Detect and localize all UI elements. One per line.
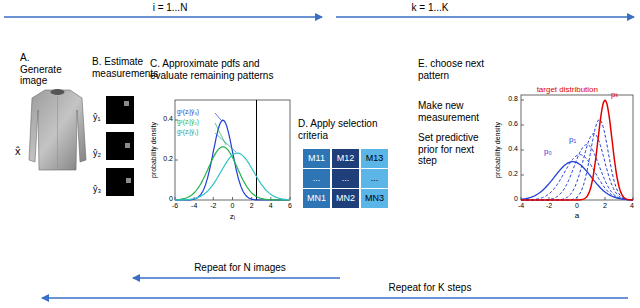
cell-text: MN1 [307,194,326,203]
step-text: Make new measurement [418,100,490,123]
matrix-cell: M12 [332,149,359,168]
curve-label: pₖ [611,90,619,99]
matrix-cell: ... [303,169,330,188]
tick-label: 0.8 [508,95,518,103]
leader-line [215,133,236,152]
loop-label: k = 1...K [412,2,449,14]
matrix-cell: M13 [361,149,388,168]
measurement-patch [125,143,130,148]
curve-label: p₁ [569,135,576,144]
measurement-image [106,132,134,160]
matrix-cell: ... [332,169,359,188]
cell-text: M12 [337,154,355,163]
measurement-image [106,96,134,124]
image-frame [27,86,89,174]
target-curve [521,100,633,200]
step-title: D. Apply selection criteria [298,118,390,141]
curve-label: g¹(zᵢ|ŷ₁) [177,128,199,135]
repeat-arrow [133,277,340,279]
axis-label: a [575,211,579,220]
tick-label: -2 [210,202,216,210]
prior-curve [521,134,633,201]
tick-label: 6 [288,202,292,210]
pdf-curve [175,147,290,200]
tick-label: -4 [191,202,197,210]
matrix-cell: MN2 [332,189,359,208]
matrix-cell: MN3 [361,189,388,208]
tick-label: -4 [518,202,524,210]
tick-label: 0 [514,195,518,203]
measurement-patch [126,178,131,183]
variable-label: ŷ₃ [93,184,101,194]
pdf-curve [175,120,290,200]
matrix-cell: MN1 [303,189,330,208]
tick-marks [521,100,633,200]
tick-label: 2 [250,202,254,210]
sweater-image [29,90,86,170]
tick-label: 0.2 [508,170,518,178]
cell-text: M13 [366,154,384,163]
tick-label: -2 [546,202,552,210]
cell-text: ... [342,174,350,183]
step-text: Set predictive prior for next step [418,132,490,167]
loop-arrow [4,16,322,18]
sweater-seam [57,96,58,168]
tick-label: 0 [169,195,173,203]
tick-label: -6 [172,202,178,210]
matrix-cell: ... [361,169,388,188]
plot-frame [521,95,633,200]
curve-label: target distribution [537,85,598,94]
tick-label: 4 [269,202,273,210]
tick-label: 0 [231,202,235,210]
step-title: A. Generate image [20,52,70,87]
curve-label: p₀ [544,147,552,156]
variable-label: x̂ [15,145,21,158]
cell-text: M11 [308,154,325,163]
cell-text: MN2 [336,194,355,203]
axis-label: zᵢ [230,212,235,221]
cell-text: ... [313,174,321,183]
tick-marks [175,120,290,200]
plot-frame [175,100,290,200]
variable-label: ŷ₁ [93,112,101,122]
tick-label: 0.4 [163,115,173,123]
tick-label: 0 [575,202,579,210]
loop-arrow [336,16,634,18]
cell-text: ... [371,174,379,183]
measurement-image [106,168,134,196]
leader-line [215,113,221,120]
pdf-curve [175,153,290,200]
step-title: C. Approximate pdfs and evaluate remaini… [150,58,295,81]
loop-label: i = 1...N [153,2,188,14]
tick-label: 4 [630,202,634,210]
step-title: E. choose next pattern [418,58,490,81]
variable-label: ŷ₂ [93,148,101,158]
repeat-arrow [42,297,628,299]
repeat-label: Repeat for K steps [389,282,472,294]
axis-label: probability density [494,122,502,178]
tick-label: 0.6 [508,120,518,128]
axis-label: probability density [150,122,158,178]
repeat-label: Repeat for N images [194,262,286,274]
tick-label: 0.4 [508,145,518,153]
measurement-patch [124,101,129,106]
tick-label: 0.2 [163,155,173,163]
curve-label: g³(zᵢ|ŷ₃) [177,108,199,115]
tick-label: 2 [603,202,607,210]
cell-text: MN3 [365,194,384,203]
matrix-cell: M11 [303,149,330,168]
sweater-collar [51,89,65,95]
threshold-line [256,100,257,200]
prior-curve [521,120,633,200]
curve-label: g²(zᵢ|ŷ₂) [177,118,199,125]
